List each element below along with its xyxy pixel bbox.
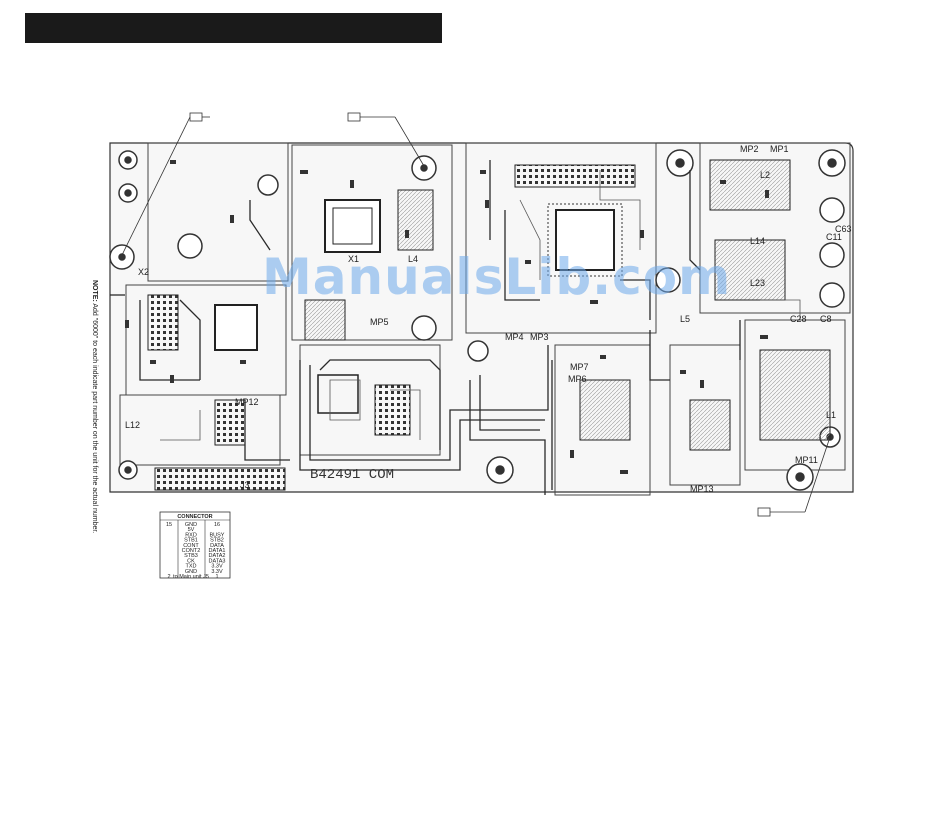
connector-cell: BUSY (210, 532, 225, 538)
connector-table-title: CONNECTOR (177, 514, 212, 520)
label-mp1: MP1 (770, 144, 789, 154)
label-x1: X1 (348, 254, 359, 264)
label-mp2: MP2 (740, 144, 759, 154)
connector-cell: 15 (166, 522, 172, 528)
tuner-section (147, 142, 289, 282)
connector-cell: TXD (186, 564, 197, 570)
label-mp3: MP3 (530, 332, 549, 342)
label-l23: L23 (750, 278, 765, 288)
label-mp7: MP7 (570, 362, 589, 372)
label-c28: C28 (790, 314, 807, 324)
connector-cell: DATA1 (209, 548, 226, 554)
label-mp6: MP6 (568, 374, 587, 384)
connector-cell: to Main unit J5 (173, 574, 209, 580)
board-part-code: B42491 COM (310, 467, 394, 483)
label-mp11: MP11 (795, 455, 818, 465)
label-c63: C63 (835, 224, 852, 234)
note: NOTE: Add "6000" to each indicate part n… (91, 280, 98, 820)
connector-cell: RXD (185, 532, 197, 538)
label-c8: C8 (820, 314, 832, 324)
connector-cell: DATA3 (209, 558, 226, 564)
connector-cell: CONT (183, 543, 199, 549)
connector-cell: 1 (215, 574, 218, 580)
connector-cell: DATA (210, 543, 224, 549)
connector-cell: 16 (214, 522, 220, 528)
connector-cell: GND (185, 569, 197, 575)
connector-cell: CK (187, 558, 195, 564)
label-mp5: MP5 (370, 317, 389, 327)
connector-cell: 3.3V (211, 564, 223, 570)
label-c11: C11 (826, 232, 842, 242)
label-mp4: MP4 (505, 332, 524, 342)
connector-cell: 2 (167, 574, 170, 580)
label-x2: X2 (138, 267, 149, 277)
label-j3: J3 (240, 480, 250, 490)
header-bar (25, 13, 442, 43)
connector-cell: GND (185, 522, 197, 528)
connector-cell: STB2 (210, 538, 224, 544)
connector-cell: CONT2 (182, 548, 201, 554)
label-l4: L4 (408, 254, 418, 264)
note-text: Add "6000" to each indicate part number … (91, 303, 98, 534)
label-l2: L2 (760, 170, 770, 180)
label-l12: L12 (125, 420, 140, 430)
label-mp12: MP12 (235, 397, 259, 407)
pcb-layout-diagram: X1 X2 L4 MP5 MP6 MP4 MP3 MP2 MP1 MP7 MP1… (109, 112, 854, 580)
note-label: NOTE: (91, 280, 98, 302)
label-mp13: MP13 (690, 484, 714, 494)
connector-cell: STB3 (184, 553, 198, 559)
connector-cell: 5V (188, 527, 195, 533)
connector-cell: STB1 (184, 538, 198, 544)
connector-cell: DATA2 (209, 553, 226, 559)
connector-cell: 3.3V (211, 569, 223, 575)
label-l1: L1 (826, 410, 836, 420)
label-l5: L5 (680, 314, 690, 324)
label-l14: L14 (750, 236, 765, 246)
